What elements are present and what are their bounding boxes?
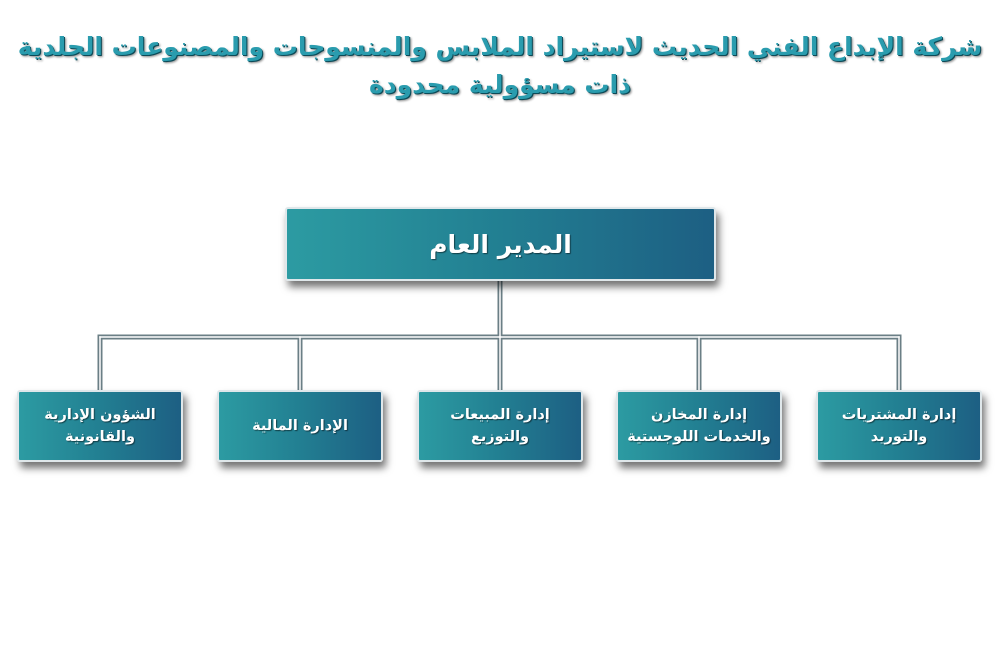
company-name: شركة الإبداع الفني الحديث لاستيراد الملا… [17, 32, 983, 61]
procurement-department-label: إدارة المشتريات والتوريد [841, 407, 957, 445]
warehouse-logistics-department-box: إدارة المخازن والخدمات اللوجستية [616, 390, 782, 462]
finance-department-label: الإدارة المالية [252, 418, 348, 434]
company-type: ذات مسؤولية محدودة [369, 70, 631, 99]
general-manager-box: المدير العام [285, 207, 716, 281]
admin-legal-department-box: الشؤون الإدارية والقانونية [17, 390, 183, 462]
sales-distribution-department-label: إدارة المبيعات والتوزيع [450, 407, 550, 445]
finance-department-box: الإدارة المالية [217, 390, 383, 462]
sales-distribution-department-box: إدارة المبيعات والتوزيع [417, 390, 583, 462]
procurement-department-box: إدارة المشتريات والتوريد [816, 390, 982, 462]
general-manager-label: المدير العام [429, 229, 572, 259]
admin-legal-department-label: الشؤون الإدارية والقانونية [44, 407, 156, 445]
warehouse-logistics-department-label: إدارة المخازن والخدمات اللوجستية [627, 407, 771, 445]
